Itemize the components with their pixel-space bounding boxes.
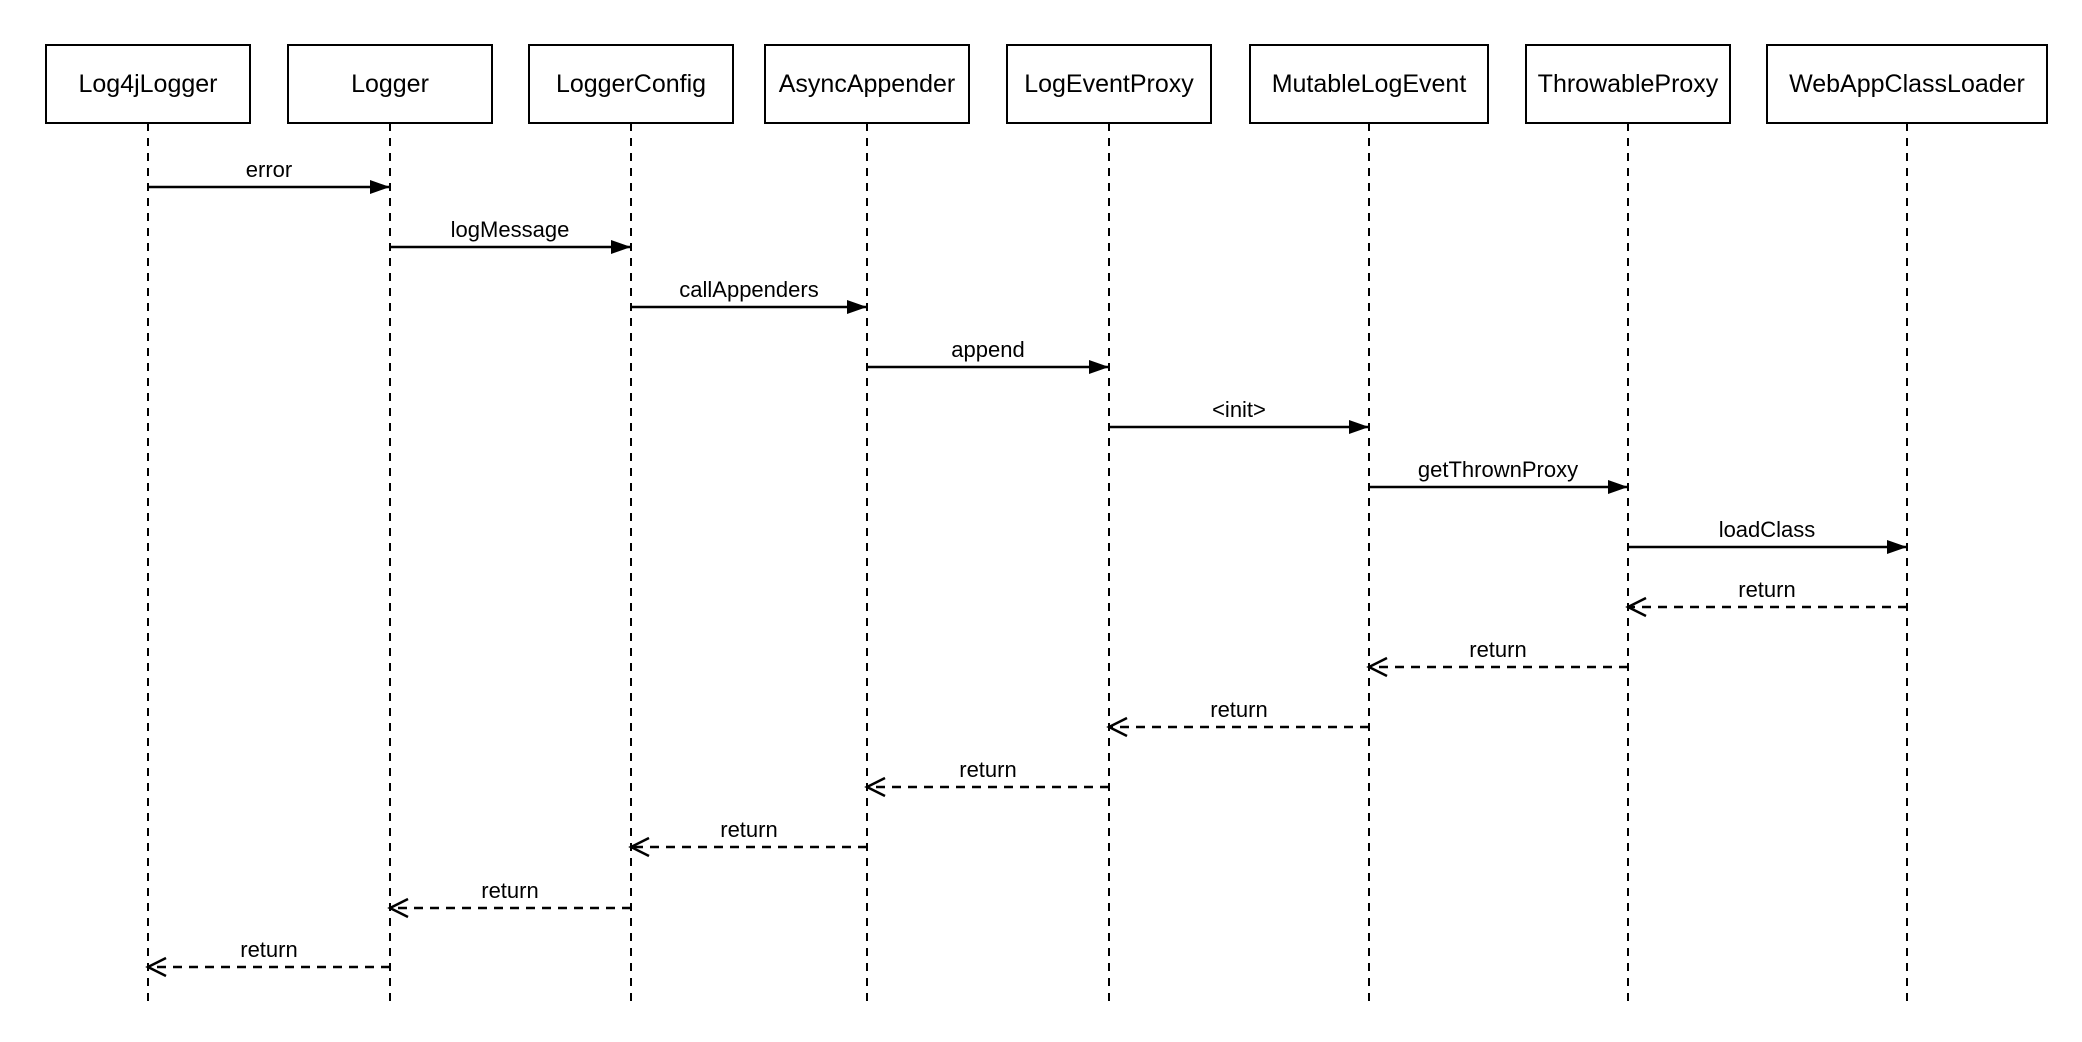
participant-label: WebAppClassLoader: [1789, 70, 2025, 98]
message-loadclass: loadClass: [1628, 517, 1907, 554]
participant-loggerconfig: LoggerConfig: [528, 44, 734, 124]
message-label: callAppenders: [679, 277, 818, 302]
message-label: return: [1210, 697, 1267, 722]
message-return-webappclassloader-throwableproxy: return: [1625, 577, 1907, 618]
participant-box: [1525, 44, 1731, 124]
message-append: append: [867, 337, 1109, 374]
message-return-logeventproxy-asyncappender: return: [864, 757, 1109, 798]
participant-asyncappender: AsyncAppender: [764, 44, 970, 124]
participant-box: [45, 44, 251, 124]
message-return-asyncappender-loggerconfig: return: [628, 817, 867, 858]
message-label: logMessage: [451, 217, 570, 242]
message-return-throwableproxy-mutablelogevent: return: [1366, 637, 1628, 678]
message-label: loadClass: [1719, 517, 1816, 542]
message-label: return: [481, 878, 538, 903]
message-label: return: [1738, 577, 1795, 602]
participant-logger: Logger: [287, 44, 493, 124]
participant-throwableproxy: ThrowableProxy: [1525, 44, 1731, 124]
message-label: return: [720, 817, 777, 842]
message-label: <init>: [1212, 397, 1266, 422]
message-label: return: [240, 937, 297, 962]
message-label: error: [246, 157, 292, 182]
participant-label: Logger: [351, 70, 429, 98]
message-label: return: [1469, 637, 1526, 662]
message-callappenders: callAppenders: [631, 277, 867, 314]
participant-box: [528, 44, 734, 124]
participant-mutablelogevent: MutableLogEvent: [1249, 44, 1489, 124]
participant-box: [1249, 44, 1489, 124]
message-label: return: [959, 757, 1016, 782]
message-error: error: [148, 157, 390, 194]
message-getthrownproxy: getThrownProxy: [1369, 457, 1628, 494]
message-logmessage: logMessage: [390, 217, 631, 254]
participant-box: [764, 44, 970, 124]
message-return-logger-log4jlogger: return: [145, 937, 390, 978]
participant-webappclassloader: WebAppClassLoader: [1766, 44, 2048, 124]
participant-box: [1006, 44, 1212, 124]
message-label: append: [951, 337, 1024, 362]
participant-label: MutableLogEvent: [1272, 70, 1467, 98]
message-return-loggerconfig-logger: return: [387, 878, 631, 919]
participant-box: [1766, 44, 2048, 124]
participant-label: LoggerConfig: [556, 70, 706, 98]
message-return-mutablelogevent-logeventproxy: return: [1106, 697, 1369, 738]
participant-log4jlogger: Log4jLogger: [45, 44, 251, 124]
message-init: <init>: [1109, 397, 1369, 434]
message-label: getThrownProxy: [1418, 457, 1578, 482]
participant-label: ThrowableProxy: [1538, 70, 1719, 98]
participant-logeventproxy: LogEventProxy: [1006, 44, 1212, 124]
participant-label: Log4jLogger: [78, 70, 217, 98]
participant-label: LogEventProxy: [1024, 70, 1194, 98]
participant-box: [287, 44, 493, 124]
participant-label: AsyncAppender: [779, 70, 956, 98]
